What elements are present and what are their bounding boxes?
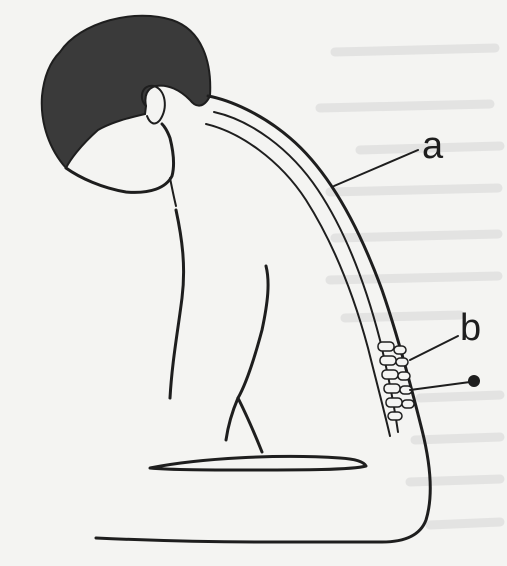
spinal-cord-outer <box>214 112 398 432</box>
vertebra-3b <box>398 372 410 380</box>
label-a: a <box>422 125 444 167</box>
chin-line <box>170 178 176 206</box>
vertebra-2 <box>380 356 396 365</box>
label-a-leader <box>334 150 418 186</box>
vertebra-2b <box>396 358 408 366</box>
background-bleed-through <box>320 48 500 525</box>
label-b: b <box>460 307 481 349</box>
pointer-line <box>410 382 470 390</box>
vertebra-6 <box>388 412 402 420</box>
label-b-leader <box>410 336 458 360</box>
vertebra-4 <box>384 384 400 393</box>
lap-outline <box>150 456 366 470</box>
chest-outline <box>170 210 184 398</box>
arm-line <box>238 398 262 452</box>
vertebra-5b <box>402 400 414 408</box>
vertebra-1b <box>394 346 406 354</box>
hair-shape <box>42 16 210 168</box>
vertebra-1 <box>378 342 394 351</box>
pointer-dot <box>468 375 480 387</box>
vertebra-3 <box>382 370 398 379</box>
vertebra-5 <box>386 398 402 407</box>
